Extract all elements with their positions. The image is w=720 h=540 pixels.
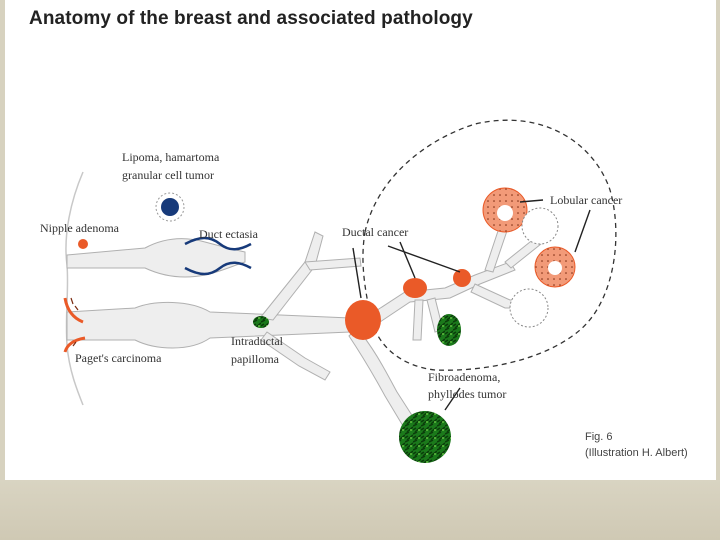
label-duct-ectasia: Duct ectasia: [199, 227, 259, 241]
slide-content: Anatomy of the breast and associated pat…: [5, 0, 716, 480]
label-intraductal-line2: papilloma: [231, 352, 280, 366]
lipoma-lesion: [155, 192, 185, 222]
slide-footer-band: [0, 480, 720, 540]
label-lobular-cancer: Lobular cancer: [550, 193, 622, 207]
label-pointers: [352, 199, 591, 411]
figure-number: Fig. 6: [585, 431, 613, 443]
figure-credit: (Illustration H. Albert): [585, 447, 688, 459]
slide-title: Anatomy of the breast and associated pat…: [29, 8, 473, 29]
fibroadenoma-small-lesion: [437, 314, 461, 346]
label-intraductal-line1: Intraductal: [231, 334, 284, 348]
label-lipoma-line1: Lipoma, hamartoma: [122, 150, 220, 164]
duct-system: [65, 171, 542, 427]
label-fibroadenoma-line1: Fibroadenoma,: [428, 370, 500, 384]
duct-ectasia-lesion: [184, 236, 252, 276]
ductal-cancer-lesions: [345, 269, 471, 340]
phyllodes-tumor-lesion: [399, 411, 451, 463]
label-fibroadenoma-line2: phyllodes tumor: [428, 387, 506, 401]
label-pagets-carcinoma: Paget's carcinoma: [75, 351, 162, 365]
nipple-adenoma-lesion: [78, 239, 88, 249]
intraductal-papilloma-lesion: [253, 316, 269, 328]
lobular-cancer-lobules: [482, 187, 576, 288]
breast-anatomy-diagram: Lipoma, hamartoma granular cell tumor Ni…: [40, 119, 688, 463]
label-ductal-cancer: Ductal cancer: [342, 225, 408, 239]
lobular-unit-boundary: [362, 119, 617, 371]
normal-lobules: [509, 207, 559, 328]
pagets-carcinoma-lesion: [63, 297, 86, 353]
label-nipple-adenoma: Nipple adenoma: [40, 221, 120, 235]
label-lipoma-line2: granular cell tumor: [122, 168, 214, 182]
